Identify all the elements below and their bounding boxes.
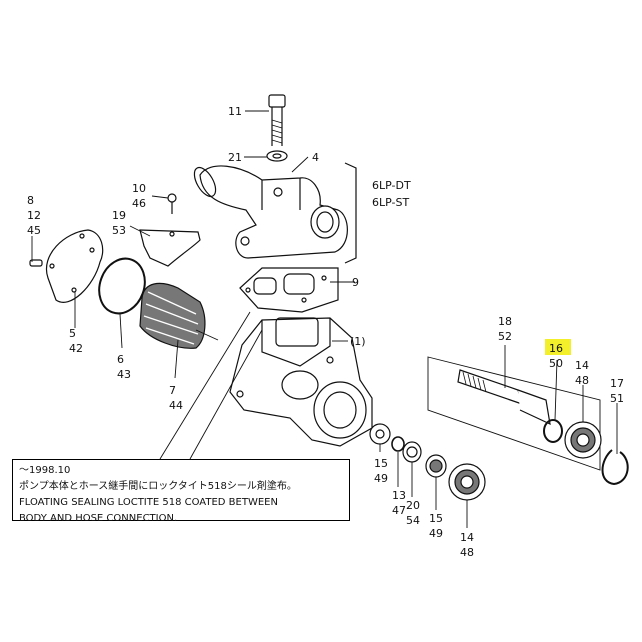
callout-1: (1) [350, 335, 366, 348]
callout-number: 48 [575, 374, 589, 387]
callout-number: 54 [406, 514, 420, 527]
shaft-part-18 [427, 356, 601, 471]
callout-number: 49 [429, 527, 443, 540]
note-line-2: ポンプ本体とホース継手間にロックタイト518シール剤塗布。 [19, 481, 297, 492]
note-line-1: ～1998.10 [19, 465, 71, 476]
model-label-line2: 6LP-ST [372, 196, 409, 209]
callout-number: 52 [498, 330, 512, 343]
callout-number: 12 [27, 209, 41, 222]
callout-number: 17 [610, 377, 624, 390]
leader-lines [31, 110, 618, 528]
callout-5: 542 [69, 327, 83, 355]
callout-number: 10 [132, 182, 146, 195]
callout-number: 44 [169, 399, 183, 412]
callout-number: 53 [112, 224, 126, 237]
note-box: ～1998.10 ポンプ本体とホース継手間にロックタイト518シール剤塗布。 F… [12, 459, 350, 524]
callout-21: 21 [228, 151, 242, 164]
callout-number: 43 [117, 368, 131, 381]
seal-part-20 [402, 441, 422, 463]
callout-number: 48 [460, 546, 474, 559]
callout-number: 49 [374, 472, 388, 485]
circlip-part-17 [601, 449, 629, 486]
callout-number: 14 [460, 531, 474, 544]
callout-number: 7 [169, 384, 176, 397]
callout-number: 8 [27, 194, 34, 207]
hose-connection-part-4 [193, 165, 348, 259]
callout-8: 8 12 45 [27, 194, 41, 237]
washer-part-21 [266, 150, 288, 162]
callout-16-highlight [545, 339, 571, 355]
callout-number: 19 [112, 209, 126, 222]
callout-number: 15 [374, 457, 388, 470]
seal-part-15-a [369, 423, 391, 445]
callout-4: 4 [312, 151, 319, 164]
callout-number: 18 [498, 315, 512, 328]
callout-number: 6 [117, 353, 124, 366]
bearing-part-14-lower [448, 463, 486, 501]
callout-number: 51 [610, 392, 624, 405]
callout-number: 42 [69, 342, 83, 355]
callout-11: 11 [228, 105, 242, 118]
bearing-part-14-right [564, 421, 602, 459]
callout-number: 45 [27, 224, 41, 237]
callout-number: 15 [429, 512, 443, 525]
pump-body [229, 317, 373, 447]
circlip-part-16 [543, 419, 563, 443]
note-line-3: FLOATING SEALING LOCTITE 518 COATED BETW… [19, 497, 278, 508]
callout-number: 50 [549, 357, 563, 370]
callout-7: 744 [169, 384, 183, 412]
callout-6: 643 [117, 353, 131, 381]
callout-number: 20 [406, 499, 420, 512]
model-bracket [344, 162, 357, 264]
bolt-part-11 [268, 94, 286, 146]
callout-9: 9 [352, 276, 359, 289]
callout-number: 46 [132, 197, 146, 210]
impeller-part-7 [139, 282, 206, 349]
seal-part-15-b [425, 454, 447, 478]
model-label-line1: 6LP-DT [372, 179, 411, 192]
callout-number: 13 [392, 489, 406, 502]
wear-plate-part-19 [139, 229, 201, 267]
callout-number: 16 [549, 342, 563, 355]
cover-part-5 [29, 229, 104, 303]
gasket-part-9 [239, 267, 339, 313]
o-ring-part-13 [391, 436, 405, 452]
callout-number: 47 [392, 504, 406, 517]
screw-part-10 [167, 193, 177, 214]
note-line-4: BODY AND HOSE CONNECTION. [19, 513, 178, 524]
callout-number: 14 [575, 359, 589, 372]
callout-number: 5 [69, 327, 76, 340]
